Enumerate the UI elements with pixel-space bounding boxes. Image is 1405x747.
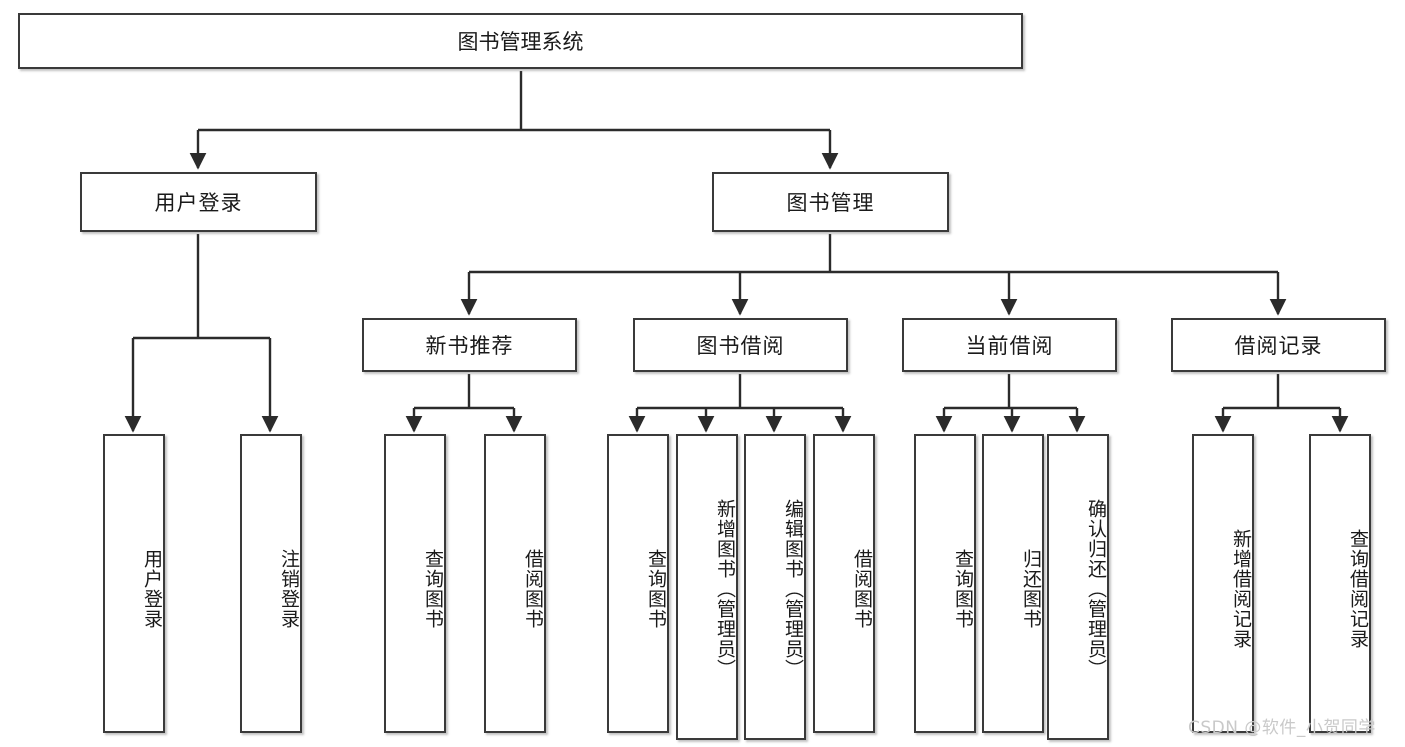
leaf-book-borrow-4[interactable]: 借阅图书 [813,434,875,733]
leaf-borrow-record-1[interactable]: 新增借阅记录 [1192,434,1254,733]
node-book-manage[interactable]: 图书管理 [712,172,949,232]
leaf-new-book-1[interactable]: 查询图书 [384,434,446,733]
leaf-current-borrow-3[interactable]: 确认归还（管理员） [1047,434,1109,740]
leaf-user-login-1[interactable]: 用户登录 [103,434,165,733]
leaf-book-borrow-2[interactable]: 新增图书（管理员） [676,434,738,740]
node-new-book-recommend[interactable]: 新书推荐 [362,318,577,372]
leaf-borrow-record-2[interactable]: 查询借阅记录 [1309,434,1371,733]
node-borrow-record[interactable]: 借阅记录 [1171,318,1386,372]
leaf-book-borrow-1[interactable]: 查询图书 [607,434,669,733]
node-user-login[interactable]: 用户登录 [80,172,317,232]
node-book-borrow[interactable]: 图书借阅 [633,318,848,372]
leaf-book-borrow-3[interactable]: 编辑图书（管理员） [744,434,806,740]
leaf-current-borrow-1[interactable]: 查询图书 [914,434,976,733]
node-root[interactable]: 图书管理系统 [18,13,1023,69]
node-current-borrow[interactable]: 当前借阅 [902,318,1117,372]
leaf-current-borrow-2[interactable]: 归还图书 [982,434,1044,733]
leaf-user-login-2[interactable]: 注销登录 [240,434,302,733]
leaf-new-book-2[interactable]: 借阅图书 [484,434,546,733]
